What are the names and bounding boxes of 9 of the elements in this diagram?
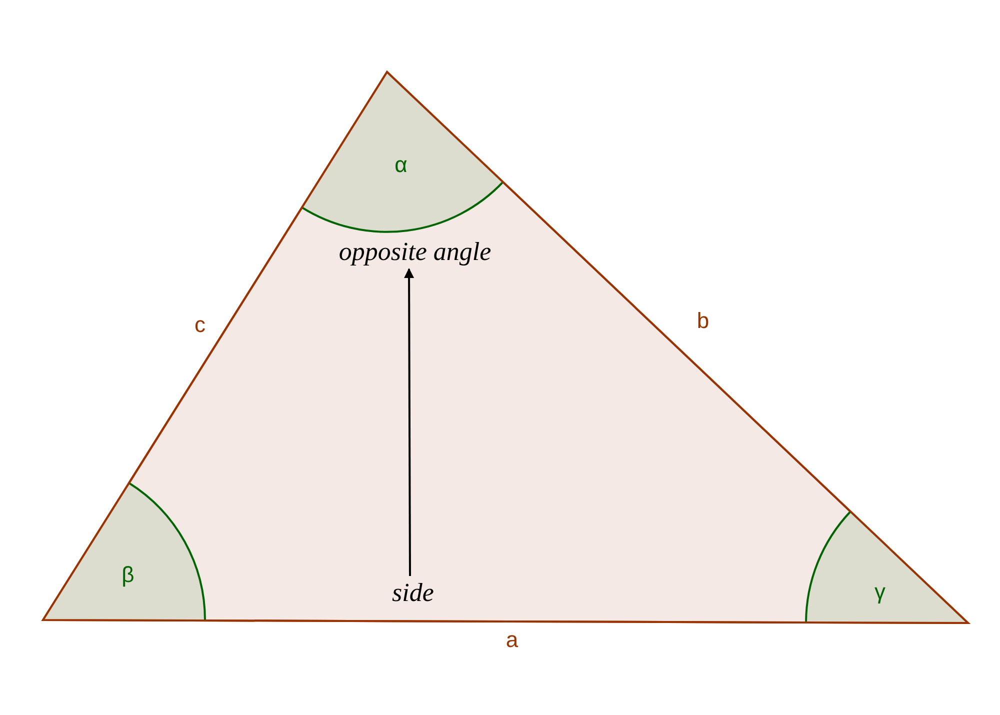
angle-name: α [394, 154, 408, 176]
angle-name: γ [874, 581, 886, 603]
angle-name: β [122, 564, 134, 586]
arrow [404, 268, 414, 576]
side-label: side [392, 580, 434, 606]
side-name: b [696, 310, 710, 332]
side-name: a [506, 629, 518, 651]
side-name: c [194, 314, 206, 336]
angle-label: opposite angle [338, 239, 492, 265]
